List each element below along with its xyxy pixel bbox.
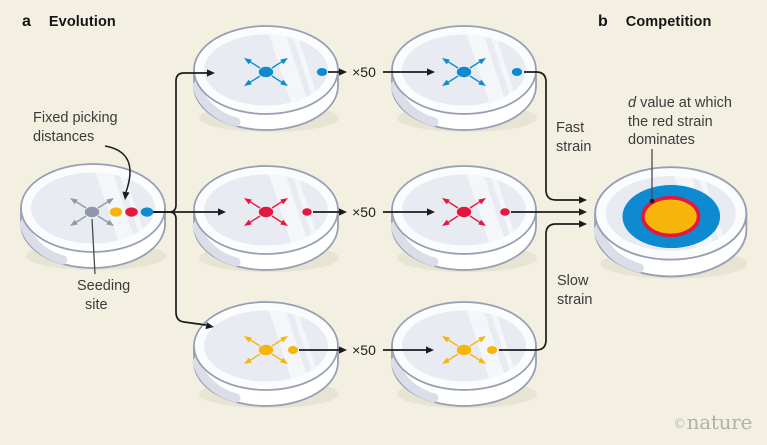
transfer-factor-row3: ×50 <box>352 342 376 358</box>
yellow-pick-dot <box>109 207 123 217</box>
picking-distance-dots <box>109 207 154 217</box>
fixed-picking-distances-label: Fixed picking distances <box>33 110 118 145</box>
d-value-label: d value at which the red strain dominate… <box>628 95 732 148</box>
picked-colony-dot <box>288 346 298 354</box>
panel-a-tag: a <box>22 13 31 30</box>
panel-a-header: a Evolution <box>22 13 116 31</box>
picked-colony-dot <box>316 68 328 76</box>
copyright-icon: © <box>672 417 686 432</box>
flow-lines <box>104 71 579 351</box>
leader-lines <box>91 149 653 275</box>
panel-b-header: b Competition <box>598 13 711 31</box>
panel-b-title: Competition <box>625 14 712 30</box>
seeding-site-leader <box>91 218 96 275</box>
panel-a-title: Evolution <box>48 14 116 30</box>
fast-strain-line <box>524 71 579 201</box>
picked-colony-dot <box>511 68 523 76</box>
fast-strain-label: Fast strain <box>556 120 592 155</box>
picked-colony-dot <box>302 208 312 216</box>
red-pick-dot <box>125 207 138 217</box>
petri-dish-competition <box>595 130 747 295</box>
panel-b-tag: b <box>598 13 608 30</box>
red-rimmed-yellow-core <box>641 195 701 238</box>
seeding-site-label: Seeding site <box>77 278 131 313</box>
branch-to-row3 <box>153 211 207 326</box>
blue-pick-dot <box>140 207 154 217</box>
fixed-picking-pointer <box>104 145 131 193</box>
picked-colony-dot <box>487 346 497 354</box>
d-value-marker-dot <box>649 198 655 204</box>
picked-colony-dot <box>500 208 510 216</box>
slow-strain-label: Slow strain <box>557 273 593 308</box>
transfer-factor-row1: ×50 <box>352 64 376 80</box>
picked-colony-dots <box>288 68 523 354</box>
transfer-factor-row2: ×50 <box>352 204 376 220</box>
slow-strain-line <box>499 223 579 351</box>
nature-watermark: ©nature <box>672 410 752 434</box>
